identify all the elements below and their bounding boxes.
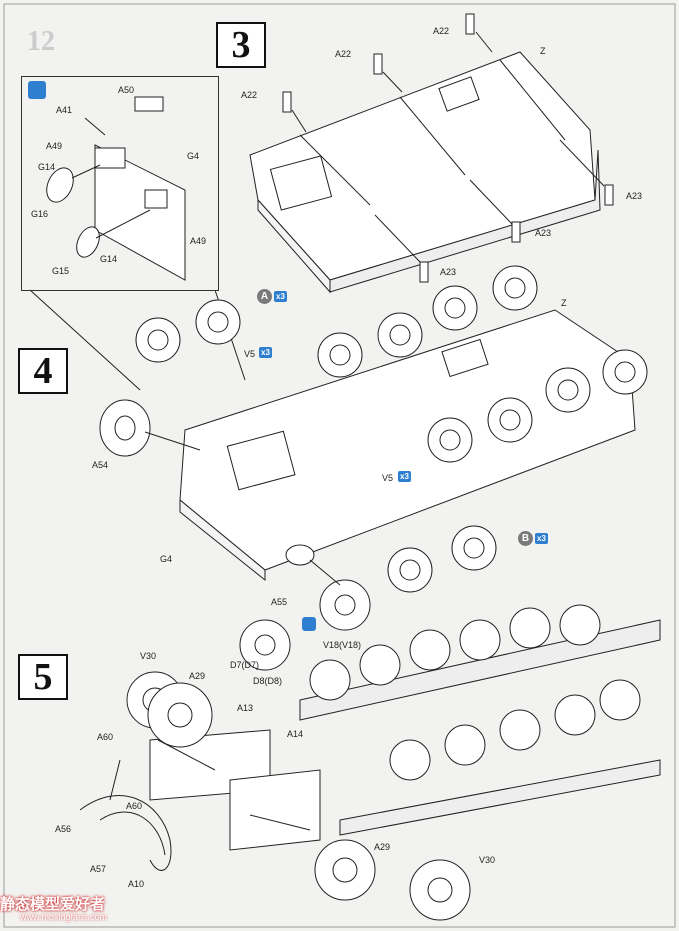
step4-wheels [99,265,648,671]
part-label-a57: A57 [90,864,107,874]
part-label-a13: A13 [237,703,254,713]
subassembly-letter: A [257,289,272,304]
part-label-a29: A29 [374,842,391,852]
subassembly-badge-b: B x3 [518,531,548,546]
part-label-g14: G14 [38,162,56,172]
part-label-z: Z [540,46,546,56]
step-number-3: 3 [216,22,266,68]
part-label-g4: G4 [160,554,173,564]
part-label-a54: A54 [92,460,109,470]
part-label-a41: A41 [56,105,73,115]
part-label-a23: A23 [440,267,457,277]
subassembly-badge-a: A x3 [257,289,287,304]
step3-arrows [291,31,605,263]
part-label-a22: A22 [241,90,258,100]
rotate-arrows-icon [302,617,316,631]
step5-arrows [109,739,311,831]
part-label-v30: V30 [479,855,496,865]
part-label-v5: V5 [382,473,394,483]
step5-assembly [79,604,661,921]
multiplier: x3 [398,471,411,482]
part-label-a23: A23 [535,228,552,238]
step-number-4: 4 [18,348,68,394]
part-label-z: Z [561,298,567,308]
part-label-a22: A22 [335,49,352,59]
background-page-number: 12 [27,26,55,57]
multiplier: x3 [259,347,272,358]
step4-hull [179,309,636,582]
part-label-a60: A60 [97,732,114,742]
part-label-a49: A49 [46,141,63,151]
part-label-g4: G4 [187,151,200,161]
step-number-5: 5 [18,654,68,700]
part-label-g16: G16 [31,209,49,219]
part-label-v5: V5 [244,349,256,359]
part-label-a50: A50 [118,85,135,95]
pencil-icon [28,81,46,99]
step3-parts [282,13,614,283]
part-label-a10: A10 [128,879,145,889]
multiplier: x3 [274,291,287,302]
part-label-a55: A55 [271,597,288,607]
watermark-url: www.moxingfans.com [20,912,108,922]
watermark: 静态模型爱好者 [0,896,106,913]
part-label-g14: G14 [100,254,118,264]
multiplier: x3 [535,533,548,544]
part-label-g15: G15 [52,266,70,276]
subassembly-letter: B [518,531,533,546]
step4-arrows [144,431,341,586]
part-label-v30: V30 [140,651,157,661]
part-label-d8: D8(D8) [253,676,283,686]
part-label-a29: A29 [189,671,206,681]
part-label-a22: A22 [433,26,450,36]
part-label-a23: A23 [626,191,643,201]
part-label-a49: A49 [190,236,207,246]
part-label-d7: D7(D7) [230,660,260,670]
detail-inset [21,76,219,291]
part-label-a14: A14 [287,729,304,739]
part-label-a56: A56 [55,824,72,834]
step3-hull [249,51,601,294]
part-label-a60: A60 [126,801,143,811]
inset-drawing [29,96,246,391]
part-label-v18: V18(V18) [323,640,362,650]
